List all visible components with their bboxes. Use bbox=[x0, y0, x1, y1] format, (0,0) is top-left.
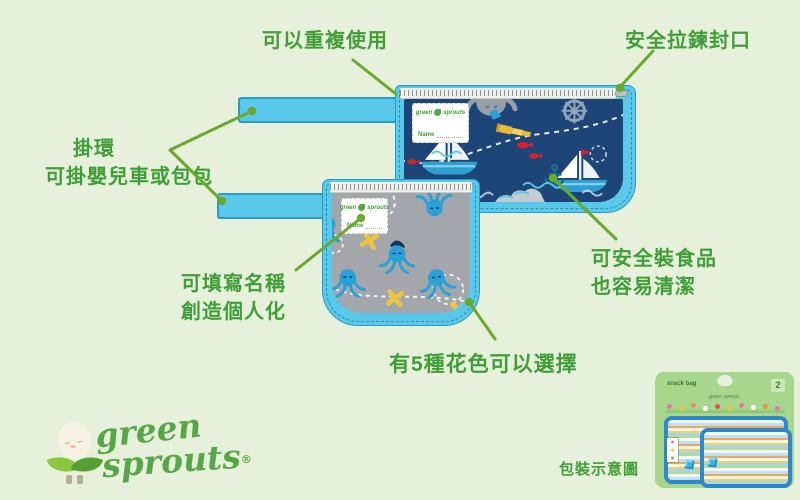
annotation-personalize: 可填寫名稱 創造個人化 bbox=[181, 270, 286, 326]
snack-bag-large: green sprouts Name bbox=[395, 85, 636, 213]
spyglass-icon bbox=[495, 123, 532, 138]
name-label-brand-right: sprouts bbox=[443, 109, 466, 116]
annotation-hang-loop: 掛環 可掛嬰兒車或包包 bbox=[45, 135, 213, 191]
octopus-icon bbox=[417, 265, 458, 300]
fish-icon bbox=[407, 159, 420, 165]
sprout-leaf-icon bbox=[434, 109, 442, 116]
x-mark-icon bbox=[362, 233, 376, 247]
packaging-thumbnail: snack bag 2 green sprouts bbox=[651, 372, 796, 492]
annotation-reusable: 可以重複使用 bbox=[262, 30, 388, 52]
name-label-brand-left: green bbox=[339, 204, 357, 211]
annotation-food-safe: 可安全裝食品 也容易清潔 bbox=[591, 245, 717, 301]
name-label-brand-left: green bbox=[415, 109, 433, 116]
logo-word-sprouts: sprouts® bbox=[100, 436, 253, 486]
zipper-pull bbox=[615, 90, 628, 97]
annotation-food-safe-line2: 也容易清潔 bbox=[591, 276, 696, 298]
packaging-title: snack bag bbox=[667, 381, 697, 387]
packaging-card: snack bag 2 green sprouts bbox=[655, 372, 794, 488]
annotation-food-safe-line1: 可安全裝食品 bbox=[591, 248, 717, 270]
green-sprouts-logo: green sprouts® bbox=[40, 406, 252, 493]
ice-cube-icon bbox=[707, 457, 718, 468]
packaging-count-badge: 2 bbox=[771, 379, 785, 392]
annotation-personalize-line2: 創造個人化 bbox=[181, 301, 286, 323]
annotation-pattern-choices: 有5種花色可以選擇 bbox=[389, 353, 578, 376]
sprout-leaf-icon bbox=[358, 204, 366, 211]
snack-bag-small: green sprouts Name bbox=[322, 179, 480, 326]
sprout-baby-mascot-icon bbox=[46, 420, 104, 486]
name-field-label: Name bbox=[347, 223, 364, 229]
name-label-brand-right: sprouts bbox=[367, 204, 390, 211]
octopus-gray-icon bbox=[464, 99, 518, 120]
hang-hole-cutout bbox=[717, 375, 732, 386]
ice-cube-icon bbox=[684, 459, 695, 470]
registered-mark: ® bbox=[240, 452, 253, 467]
hang-strap-top bbox=[238, 97, 398, 123]
octopus-icon bbox=[332, 267, 367, 298]
x-mark-icon bbox=[388, 292, 401, 305]
packaging-info-label bbox=[667, 438, 678, 462]
packaging-caption: 包裝示意圖 bbox=[559, 461, 640, 478]
hang-strap-bottom bbox=[217, 193, 329, 219]
annotation-zipper-seal: 安全拉鍊封口 bbox=[625, 30, 751, 52]
x-mark-icon bbox=[452, 304, 464, 313]
annotation-hang-loop-title: 掛環 bbox=[73, 138, 115, 160]
octopus-icon bbox=[415, 193, 454, 219]
octopus-pirate-icon bbox=[378, 240, 416, 275]
annotation-hang-loop-desc: 可掛嬰兒車或包包 bbox=[45, 166, 213, 188]
packaging-brand: green sprouts bbox=[709, 394, 740, 400]
annotation-personalize-line1: 可填寫名稱 bbox=[181, 273, 286, 295]
flower-meadow-art bbox=[665, 402, 785, 413]
ship-wheel-icon bbox=[561, 99, 588, 124]
write-on-name-label: green sprouts Name bbox=[339, 198, 390, 234]
fish-icon bbox=[528, 153, 543, 159]
zipper-strip bbox=[400, 88, 616, 99]
zipper-strip bbox=[330, 182, 472, 193]
name-field-label: Name bbox=[418, 132, 435, 138]
fish-icon bbox=[516, 141, 533, 149]
write-on-name-label: green sprouts Name bbox=[412, 103, 469, 143]
